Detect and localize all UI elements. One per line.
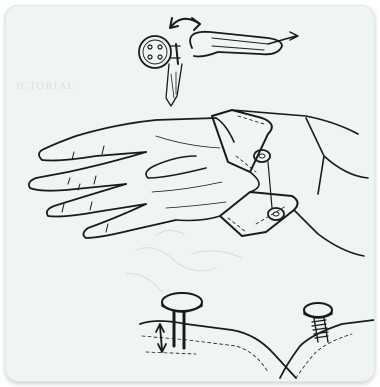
shank-closeup-right [280, 303, 374, 378]
fabric-strip [166, 64, 182, 106]
faint-background-hand [126, 230, 242, 292]
cuff-flap-lower [220, 192, 298, 236]
button-face [139, 36, 171, 68]
double-arrow [160, 326, 162, 350]
illustration-canvas [6, 6, 374, 381]
button-shank-drawing [139, 18, 298, 106]
hand-drawing [29, 118, 234, 238]
shank-closeup-left [140, 293, 296, 378]
illustration-frame: ICTORIAL [6, 6, 374, 381]
cuff-button-upper [254, 150, 270, 162]
shirt-cuff-drawing [212, 110, 368, 256]
closeup-button-right [304, 303, 332, 317]
cuff-button-lower [268, 208, 284, 220]
